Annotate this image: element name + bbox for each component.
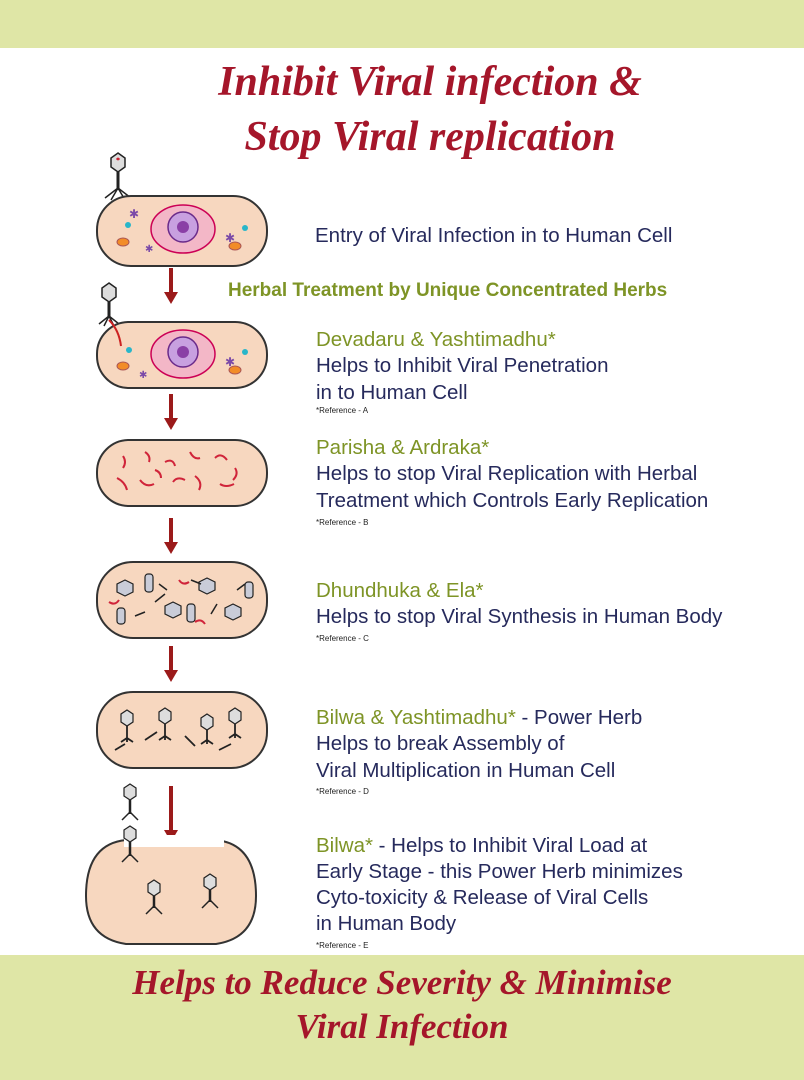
stage1-line2: in to Human Cell (316, 381, 468, 404)
stage5-herb-line: Bilwa* - Helps to Inhibit Viral Load at (316, 832, 647, 859)
stage5-reference: *Reference - E (316, 941, 369, 950)
stage2-reference: *Reference - B (316, 518, 369, 527)
svg-text:✱: ✱ (145, 244, 153, 255)
stage4-reference: *Reference - D (316, 787, 369, 796)
cell-membrane (96, 439, 268, 507)
cell-synthesis-illustration (96, 561, 268, 639)
svg-text:✱: ✱ (139, 370, 147, 381)
cell-replication-illustration (96, 439, 268, 507)
svg-text:✱: ✱ (225, 231, 235, 245)
footer-line-1: Helps to Reduce Severity & Minimise (132, 963, 672, 1002)
cell-penetration-illustration: ✱ ✱ (96, 282, 268, 389)
cell-assembly-illustration (96, 691, 268, 769)
stage5-herb-suffix: - Helps to Inhibit Viral Load at (372, 834, 648, 857)
cell-membrane (84, 839, 258, 945)
stage4-herb: Bilwa & Yashtimadhu* (316, 706, 516, 729)
cell-membrane (96, 691, 268, 769)
stage3-reference: *Reference - C (316, 634, 369, 643)
stage2-herb: Parisha & Ardraka* (316, 436, 490, 459)
stage4-herb-line: Bilwa & Yashtimadhu* - Power Herb (316, 704, 642, 731)
stage2-line2: Treatment which Controls Early Replicati… (316, 489, 709, 512)
virus-icon (98, 282, 120, 327)
virus-icon (121, 783, 139, 821)
stage2-line1: Helps to stop Viral Replication with Her… (316, 462, 698, 485)
down-arrow-icon (164, 518, 178, 554)
stage5-line2: Cyto-toxicity & Release of Viral Cells (316, 886, 649, 909)
stage1-herb: Devadaru & Yashtimadhu* (316, 328, 556, 351)
cell-entry-illustration: ✱ ✱ ✱ (96, 152, 268, 267)
top-band (0, 0, 804, 48)
virus-icon (145, 879, 163, 915)
stage3-herb: Dhundhuka & Ela* (316, 579, 484, 602)
stage4-line1: Helps to break Assembly of (316, 732, 565, 755)
stage4-herb-suffix: - Power Herb (515, 706, 643, 729)
stage4-line2: Viral Multiplication in Human Cell (316, 759, 616, 782)
footer-line-2: Viral Infection (295, 1007, 509, 1046)
svg-text:✱: ✱ (225, 355, 235, 369)
cell-membrane (96, 561, 268, 639)
bottom-band (0, 955, 804, 1080)
down-arrow-icon (164, 268, 178, 304)
virus-icon (201, 873, 219, 909)
title-line-1: Inhibit Viral infection & (218, 59, 642, 105)
stage3-line1: Helps to stop Viral Synthesis in Human B… (316, 605, 723, 628)
virus-icon (104, 152, 132, 201)
stage1-line1: Helps to Inhibit Viral Penetration (316, 354, 609, 377)
svg-text:✱: ✱ (129, 207, 139, 221)
stage5-line3: in Human Body (316, 912, 457, 935)
down-arrow-icon (164, 394, 178, 430)
title-line-2: Stop Viral replication (244, 114, 616, 160)
herbal-treatment-subheading: Herbal Treatment by Unique Concentrated … (228, 280, 668, 301)
stage1-reference: *Reference - A (316, 406, 369, 415)
down-arrow-icon (164, 646, 178, 682)
entry-caption: Entry of Viral Infection in to Human Cel… (315, 224, 673, 247)
stage5-line1: Early Stage - this Power Herb minimizes (316, 860, 683, 883)
virus-icon (121, 825, 139, 863)
stage5-herb: Bilwa* (316, 834, 373, 857)
cell-release-illustration (84, 783, 258, 945)
